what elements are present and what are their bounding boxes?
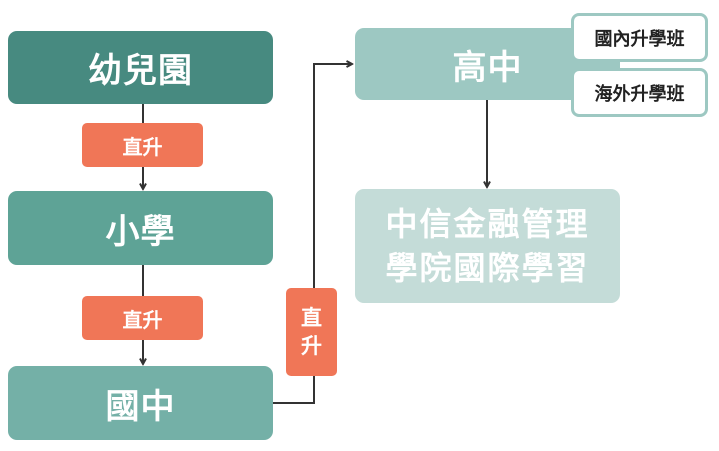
- arrow-junior-to-senior: [273, 64, 352, 404]
- promote-badge-2-label: 直升: [122, 307, 163, 332]
- promote-badge-1: 直升: [82, 123, 203, 167]
- university-label-line1: 中信金融管理: [385, 205, 590, 243]
- junior-high-node: 國中: [8, 366, 273, 440]
- kindergarten-label: 幼兒園: [88, 51, 193, 91]
- elementary-label: 小學: [105, 211, 176, 252]
- promote-badge-3: 直 升: [286, 288, 337, 376]
- promote-badge-3-char2: 升: [301, 334, 322, 358]
- promote-badge-2: 直升: [82, 296, 203, 340]
- overseas-track-tag: 海外升學班: [571, 68, 708, 117]
- university-node: 中信金融管理 學院國際學習: [355, 189, 620, 303]
- promote-badge-3-char1: 直: [301, 306, 322, 330]
- senior-high-label: 高中: [452, 47, 523, 88]
- promote-badge-1-label: 直升: [122, 134, 163, 159]
- junior-high-label: 國中: [105, 386, 176, 427]
- domestic-track-tag: 國內升學班: [571, 13, 708, 62]
- overseas-track-label: 海外升學班: [594, 83, 685, 105]
- university-label-line2: 學院國際學習: [385, 249, 590, 287]
- domestic-track-label: 國內升學班: [594, 28, 685, 50]
- elementary-node: 小學: [8, 191, 273, 265]
- kindergarten-node: 幼兒園: [8, 31, 273, 104]
